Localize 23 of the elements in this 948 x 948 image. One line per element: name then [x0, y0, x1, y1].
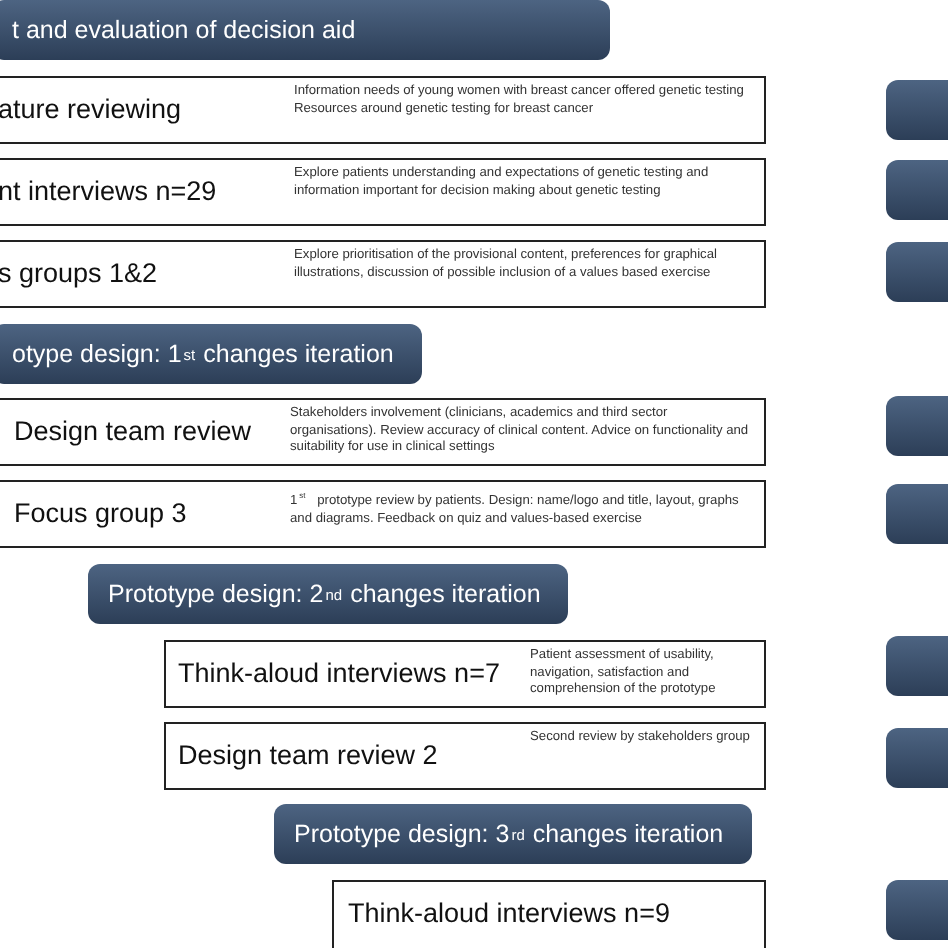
- stage-title: Design team review: [14, 416, 252, 446]
- side-box: [886, 484, 948, 544]
- side-box: [886, 242, 948, 302]
- side-box: [886, 636, 948, 696]
- side-box: [886, 880, 948, 940]
- side-box: [886, 80, 948, 140]
- stage-box: [0, 240, 766, 308]
- side-box: [886, 396, 948, 456]
- stage-box: [0, 76, 766, 144]
- stage-title: Design team review 2: [178, 740, 438, 770]
- side-box: [886, 728, 948, 788]
- stage-title: nt interviews n=29: [0, 176, 217, 206]
- stage-box: [0, 398, 766, 466]
- stage-box: [0, 480, 766, 548]
- stage-title: Focus group 3: [14, 498, 187, 528]
- stage-title: Think-aloud interviews n=7: [178, 658, 500, 688]
- stage-title: Think-aloud interviews n=9: [348, 898, 670, 928]
- stage-box: [0, 158, 766, 226]
- stage-box: [332, 880, 766, 948]
- phase-banner: t and evaluation of decision aid: [0, 0, 610, 60]
- side-box: [886, 160, 948, 220]
- stage-box: [164, 640, 766, 708]
- stage-box: [164, 722, 766, 790]
